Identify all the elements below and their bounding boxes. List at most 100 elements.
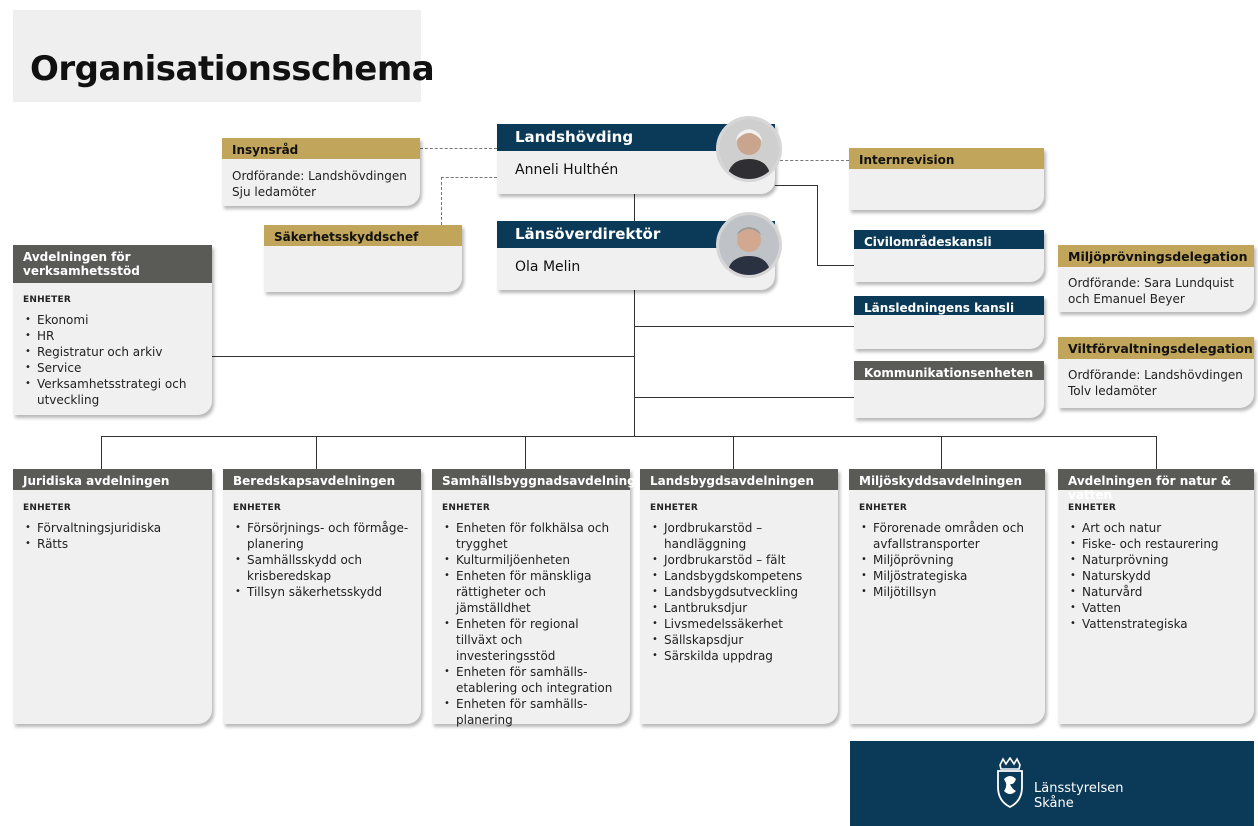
unit-list: Enheten för folkhälsa och trygghetKultur… (442, 520, 622, 728)
lansstyrelsen-logo: Länsstyrelsen Skåne (850, 741, 1254, 826)
logo-text: Skåne (1034, 796, 1074, 811)
unit-item: Landsbygdsutveckling (650, 584, 830, 600)
units-heading: ENHETER (23, 295, 71, 305)
support-department-label: Avdelningen för (23, 250, 131, 264)
departments-bus-line (101, 436, 1157, 437)
internrevision-box: Internrevision (849, 148, 1044, 210)
dept-drop-line (941, 436, 942, 469)
unit-item: Fiske- och restaurering (1068, 536, 1246, 552)
dept-drop-line (101, 436, 102, 469)
kansli-connector-line (634, 326, 854, 327)
unit-item: Miljöprövning (859, 552, 1037, 568)
support-department-box: Avdelningen för verksamhetsstöd ENHETER … (13, 245, 212, 415)
unit-item: Miljöstrategiska (859, 568, 1037, 584)
dept-drop-line (1156, 436, 1157, 469)
unit-item: Enheten för folkhälsa och trygghet (442, 520, 622, 552)
civil-connector-line (817, 185, 818, 265)
crown-griffin-icon (997, 757, 1023, 809)
unit-item: Ekonomi (23, 312, 212, 328)
viltforvaltningsdelegation-box: Viltförvaltningsdelegation Ordförande: L… (1058, 337, 1254, 408)
insynsrad-dotted-line (420, 148, 497, 149)
department-label: Beredskapsavdelningen (223, 469, 421, 490)
civilomradeskansli-box: Civilområdeskansli (854, 230, 1044, 282)
unit-item: Rätts (23, 536, 204, 552)
unit-list: Art och naturFiske- och restaureringNatu… (1068, 520, 1246, 632)
komm-connector-line (634, 397, 854, 398)
support-department-label: verksamhetsstöd (23, 264, 140, 278)
sakerhetsskyddschef-box: Säkerhetsskyddschef (264, 225, 462, 292)
miljoprovningsdelegation-line: Ordförande: Sara Lundquist (1068, 276, 1234, 290)
unit-item: Verksamhetsstrategi och utveckling (23, 376, 212, 408)
unit-item: Jordbrukarstöd – fält (650, 552, 830, 568)
director-name: Ola Melin (515, 259, 581, 275)
department-box: SamhällsbyggnadsavdelningenENHETEREnhete… (432, 469, 652, 727)
sakerhet-dotted-line (441, 177, 442, 225)
unit-item: Jordbrukarstöd – handläggning (650, 520, 830, 552)
unit-item: Enheten för samhälls-etablering och inte… (442, 664, 622, 696)
viltforvaltningsdelegation-line: Ordförande: Landshövdingen (1068, 368, 1243, 382)
unit-item: Enheten för regional tillväxt och invest… (442, 616, 622, 664)
internrevision-label: Internrevision (849, 148, 1044, 169)
units-heading: ENHETER (23, 503, 71, 513)
dept-drop-line (525, 436, 526, 469)
unit-list: EkonomiHRRegistratur och arkivServiceVer… (23, 312, 212, 408)
unit-item: Landsbygdskompetens (650, 568, 830, 584)
miljoprovningsdelegation-box: Miljöprövningsdelegation Ordförande: Sar… (1058, 245, 1254, 312)
insynsrad-line: Sju ledamöter (232, 185, 317, 199)
sakerhet-dotted-line (441, 177, 497, 178)
main-trunk-line (634, 194, 635, 436)
unit-list: Försörjnings- och förmåge-planeringSamhä… (233, 520, 413, 600)
unit-item: Naturskydd (1068, 568, 1246, 584)
unit-item: Samhällsskydd och krisberedskap (233, 552, 413, 584)
unit-item: Naturprövning (1068, 552, 1246, 568)
units-heading: ENHETER (1068, 503, 1116, 513)
kommunikationsenheten-label: Kommunikationsenheten (854, 361, 1044, 380)
unit-item: Art och natur (1068, 520, 1246, 536)
unit-item: HR (23, 328, 212, 344)
unit-item: Förvaltningsjuridiska (23, 520, 204, 536)
unit-item: Miljötillsyn (859, 584, 1037, 600)
unit-item: Livsmedelssäkerhet (650, 616, 830, 632)
support-connector-line (212, 356, 634, 357)
governor-name: Anneli Hulthén (515, 162, 619, 178)
department-label: Juridiska avdelningen (13, 469, 212, 490)
department-label: Avdelningen för natur & vatten (1058, 469, 1254, 502)
unit-item: Enheten för samhälls-planering (442, 696, 622, 728)
department-label: Landsbygdsavdelningen (640, 469, 838, 490)
civil-connector-line (775, 185, 817, 186)
unit-list: Jordbrukarstöd – handläggningJordbrukars… (650, 520, 830, 664)
unit-item: Registratur och arkiv (23, 344, 212, 360)
unit-item: Tillsyn säkerhetsskydd (233, 584, 413, 600)
units-heading: ENHETER (442, 503, 490, 513)
viltforvaltningsdelegation-label: Viltförvaltningsdelegation (1058, 337, 1254, 359)
unit-list: FörvaltningsjuridiskaRätts (23, 520, 204, 552)
page-title: Organisationsschema (30, 49, 435, 89)
insynsrad-line: Ordförande: Landshövdingen (232, 169, 407, 183)
department-label: Miljöskyddsavdelningen (849, 469, 1045, 490)
unit-item: Förorenade områden och avfallstransporte… (859, 520, 1037, 552)
internrevision-dotted-line (775, 160, 849, 161)
dept-drop-line (316, 436, 317, 469)
unit-item: Lantbruksdjur (650, 600, 830, 616)
director-photo (716, 212, 782, 278)
civil-connector-line (817, 265, 854, 266)
unit-item: Särskilda uppdrag (650, 648, 830, 664)
kommunikationsenheten-box: Kommunikationsenheten (854, 361, 1044, 418)
lansledningens-kansli-box: Länsledningens kansli (854, 296, 1044, 349)
lansledningens-kansli-label: Länsledningens kansli (854, 296, 1044, 315)
department-box: LandsbygdsavdelningenENHETERJordbrukarst… (640, 469, 838, 724)
units-heading: ENHETER (233, 503, 281, 513)
insynsrad-box: Insynsråd Ordförande: Landshövdingen Sju… (222, 138, 420, 206)
civilomradeskansli-label: Civilområdeskansli (854, 230, 1044, 249)
unit-item: Sällskapsdjur (650, 632, 830, 648)
viltforvaltningsdelegation-line: Tolv ledamöter (1068, 384, 1157, 398)
unit-item: Service (23, 360, 212, 376)
unit-list: Förorenade områden och avfallstransporte… (859, 520, 1037, 600)
logo-text: Länsstyrelsen (1034, 781, 1124, 796)
unit-item: Enheten för mänskliga rättigheter och jä… (442, 568, 622, 616)
units-heading: ENHETER (859, 503, 907, 513)
